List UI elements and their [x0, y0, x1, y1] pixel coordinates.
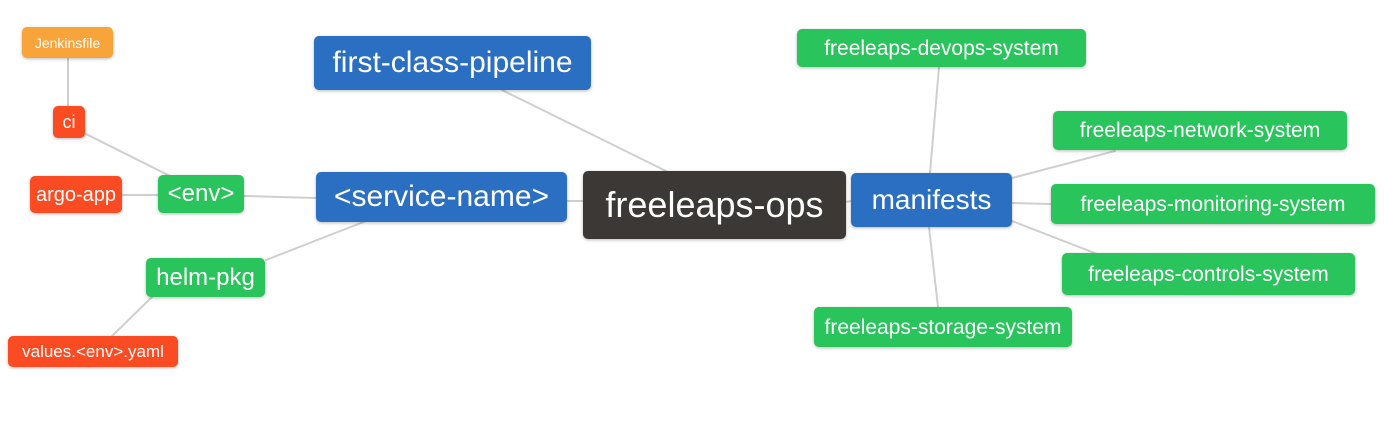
node-label: first-class-pipeline — [332, 46, 573, 79]
edge-manifests-to-freeleaps-network-system — [1011, 150, 1116, 179]
node-values-env-yaml[interactable]: values.<env>.yaml — [8, 336, 178, 367]
node-argo-app[interactable]: argo-app — [30, 176, 122, 213]
edge-freeleaps-ops-to-manifests — [845, 200, 852, 203]
edge-manifests-to-freeleaps-devops-system — [929, 66, 940, 174]
edge-manifests-to-freeleaps-storage-system — [928, 226, 939, 308]
node-freeleaps-network-system[interactable]: freeleaps-network-system — [1053, 111, 1347, 150]
node-label: freeleaps-controls-system — [1088, 262, 1329, 286]
node-label: freeleaps-storage-system — [824, 315, 1062, 339]
node-jenkinsfile[interactable]: Jenkinsfile — [22, 27, 113, 58]
node-first-class-pipeline[interactable]: first-class-pipeline — [314, 36, 591, 90]
edge-env-to-service-name — [243, 195, 317, 199]
node-label: Jenkinsfile — [34, 34, 101, 51]
node-helm-pkg[interactable]: helm-pkg — [146, 258, 265, 297]
edge-ci-to-env — [81, 131, 173, 178]
node-label: ci — [62, 112, 76, 132]
node-manifests[interactable]: manifests — [851, 173, 1012, 227]
node-label: helm-pkg — [156, 263, 255, 291]
node-freeleaps-storage-system[interactable]: freeleaps-storage-system — [814, 307, 1072, 347]
edge-values-env-yaml-to-helm-pkg — [111, 296, 153, 337]
node-freeleaps-devops-system[interactable]: freeleaps-devops-system — [797, 29, 1086, 67]
edge-manifests-to-freeleaps-monitoring-system — [1011, 202, 1052, 205]
node-label: freeleaps-ops — [605, 184, 824, 225]
edge-manifests-to-freeleaps-controls-system — [1011, 220, 1106, 258]
node-freeleaps-ops[interactable]: freeleaps-ops — [583, 171, 846, 239]
node-label: <service-name> — [333, 180, 550, 213]
edge-first-class-pipeline-to-freeleaps-ops — [501, 89, 667, 172]
node-ci[interactable]: ci — [53, 106, 85, 138]
node-label: argo-app — [35, 183, 117, 206]
node-label: freeleaps-monitoring-system — [1080, 192, 1346, 216]
node-label: freeleaps-devops-system — [824, 36, 1059, 60]
node-label: freeleaps-network-system — [1079, 119, 1321, 142]
node-freeleaps-monitoring-system[interactable]: freeleaps-monitoring-system — [1051, 184, 1375, 224]
node-label: values.<env>.yaml — [22, 342, 164, 361]
node-label: <env> — [167, 180, 235, 207]
node-freeleaps-controls-system[interactable]: freeleaps-controls-system — [1062, 253, 1355, 295]
node-label: manifests — [871, 184, 992, 215]
node-service-name[interactable]: <service-name> — [316, 172, 567, 222]
edge-helm-pkg-to-service-name — [265, 220, 367, 261]
node-env[interactable]: <env> — [158, 175, 244, 213]
